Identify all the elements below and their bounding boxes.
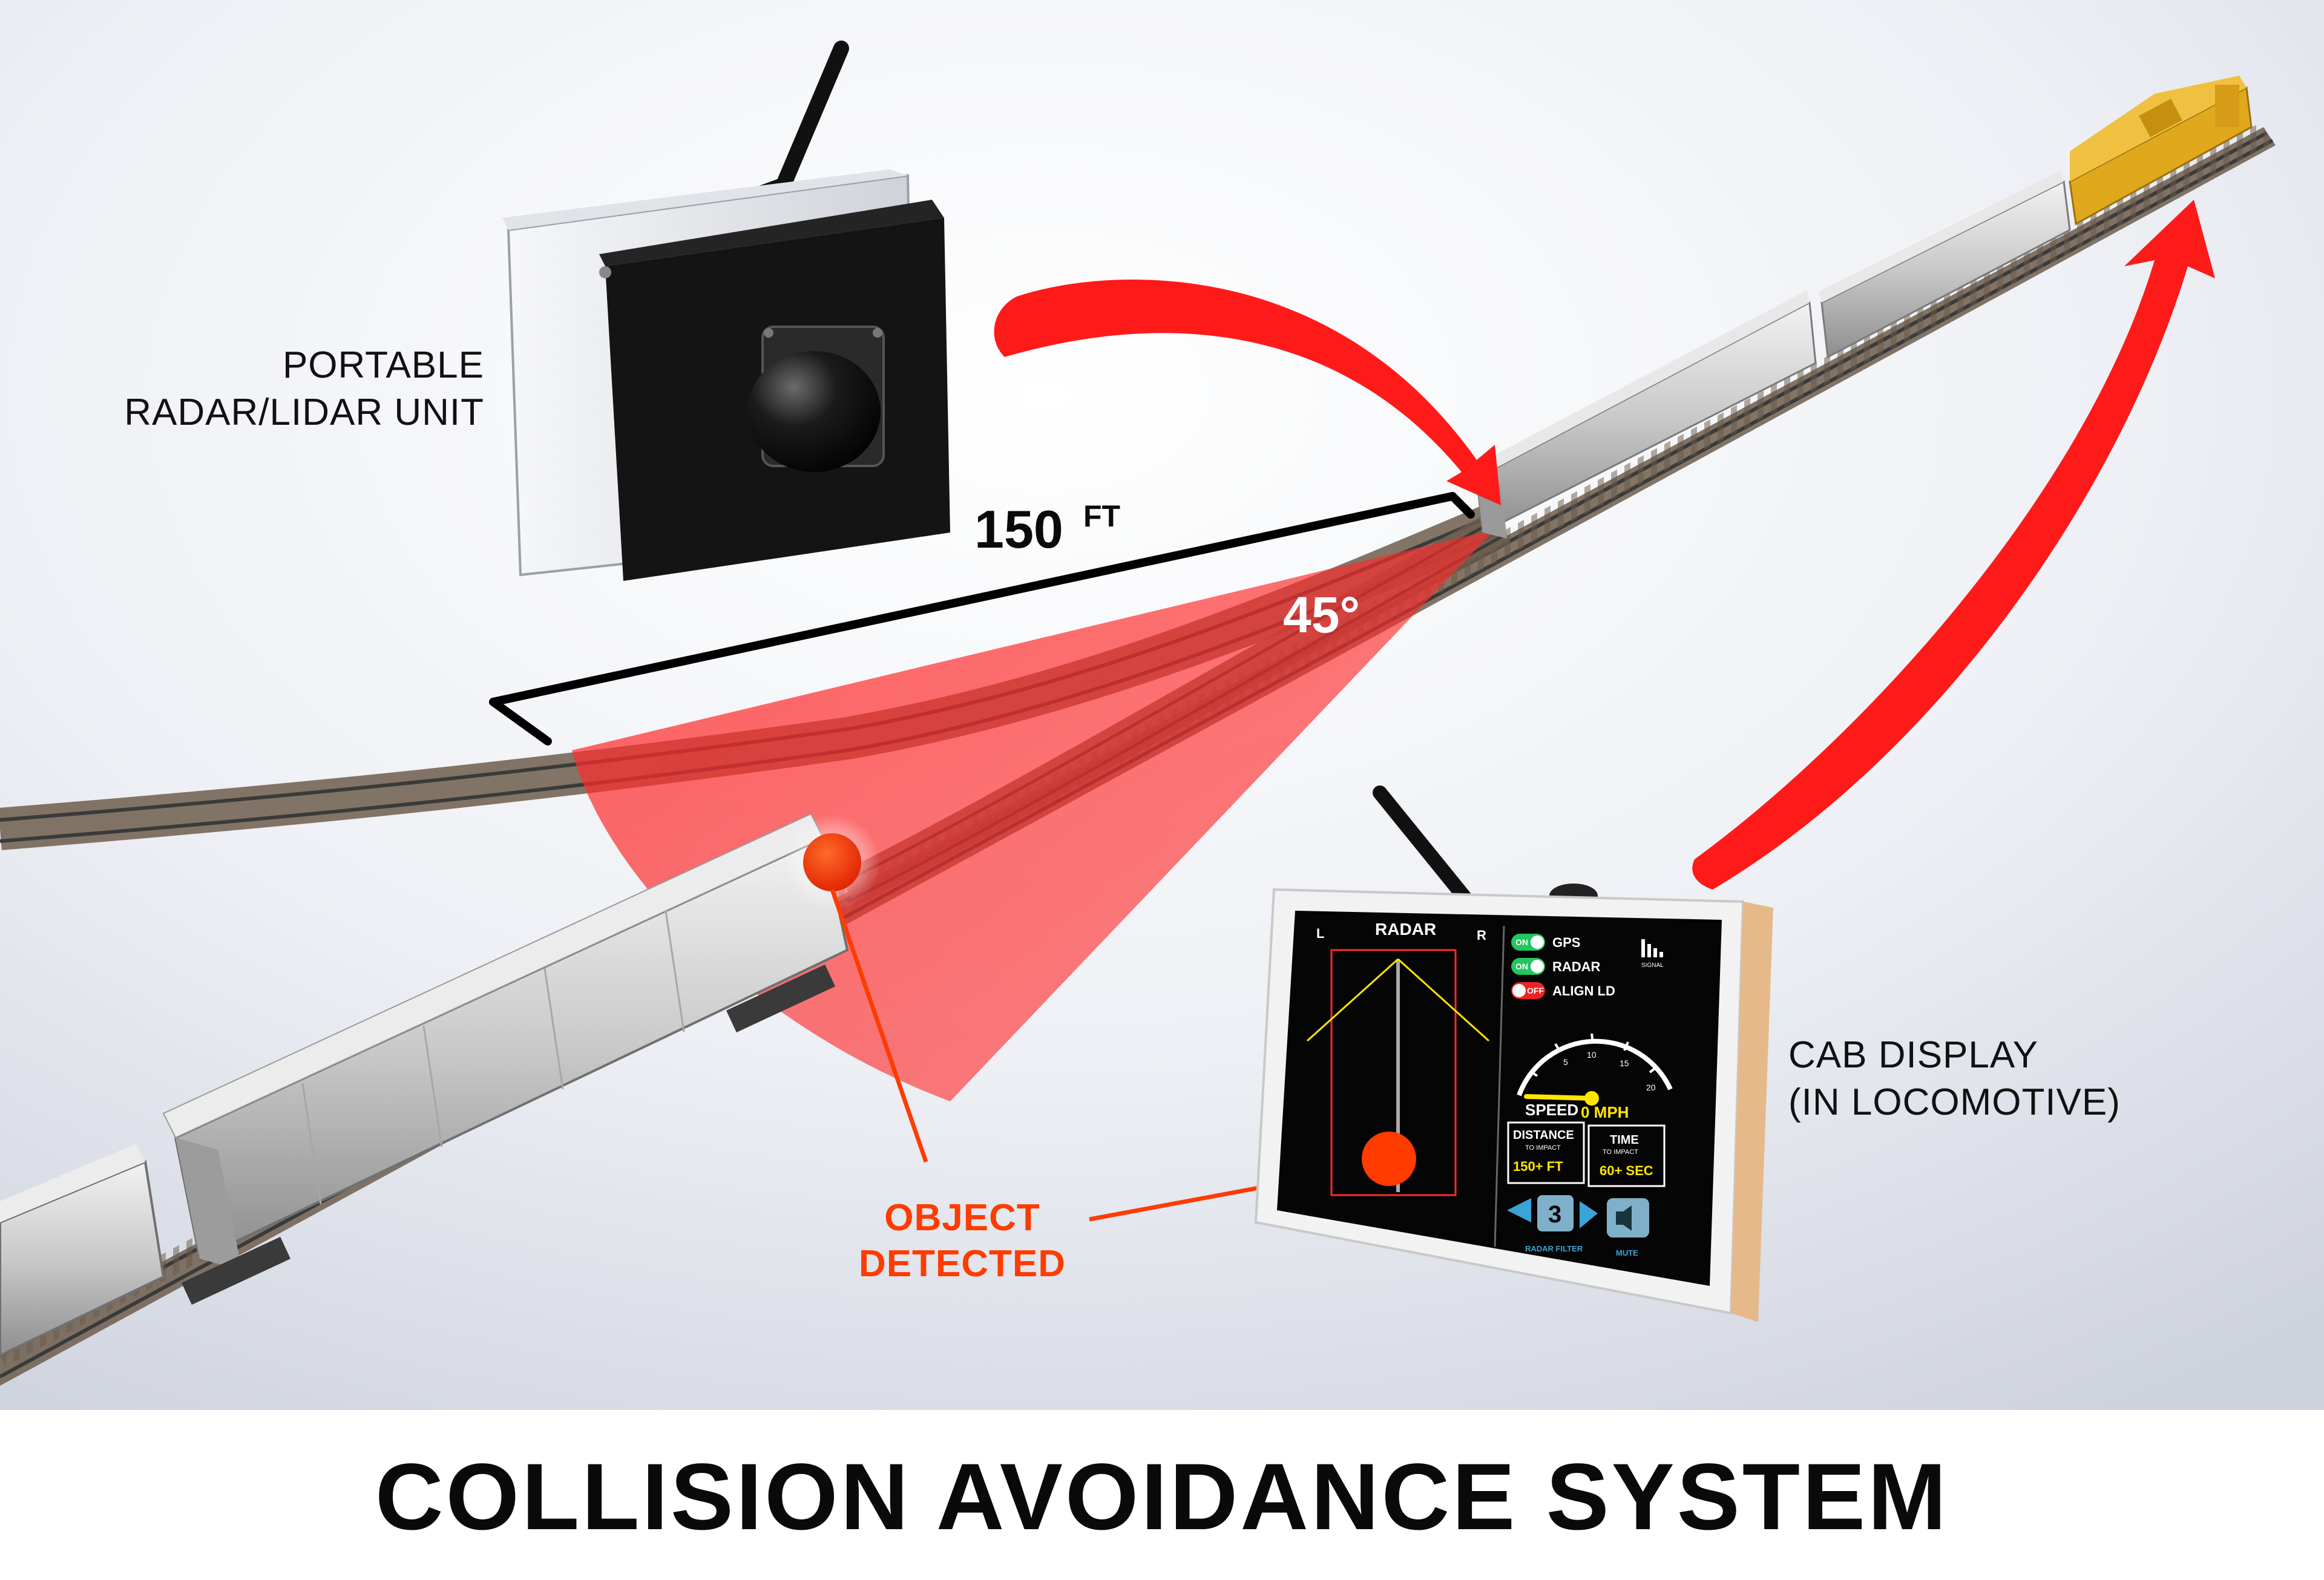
gauge-tick-20: 20 xyxy=(1646,1083,1656,1092)
dimension-bracket xyxy=(489,492,1475,746)
screen-object-dot xyxy=(1362,1132,1416,1186)
lower-train xyxy=(0,813,849,1357)
display-antenna-icon xyxy=(1373,785,1478,912)
align-toggle-text: OFF xyxy=(1527,986,1544,995)
gps-toggle-text: ON xyxy=(1515,937,1528,947)
speed-label: SPEED xyxy=(1525,1101,1578,1119)
arrow-radar-to-train xyxy=(994,279,1501,505)
object-detected-label: OBJECT DETECTED xyxy=(823,1195,1101,1287)
filter-value: 3 xyxy=(1548,1201,1561,1228)
radar-dome-icon xyxy=(747,351,881,472)
mute-label: MUTE xyxy=(1616,1248,1638,1257)
radar-unit-label-line2: RADAR/LIDAR UNIT xyxy=(124,391,484,433)
upper-train xyxy=(1474,76,2253,539)
pointer-line-1 xyxy=(830,888,928,1163)
radar-toggle-text: ON xyxy=(1515,962,1528,971)
speed-value: 0 MPH xyxy=(1581,1103,1629,1121)
screen-right-label: R xyxy=(1477,928,1486,943)
object-detected-line1: OBJECT xyxy=(884,1197,1040,1239)
cab-display xyxy=(1254,785,1773,1322)
left-arrow-icon[interactable] xyxy=(1507,1198,1531,1222)
gauge-needle xyxy=(1524,1094,1594,1101)
time-value: 60+ SEC xyxy=(1600,1163,1653,1178)
distance-sub: TO IMPACT xyxy=(1525,1144,1561,1152)
gauge-tick-5: 5 xyxy=(1563,1057,1568,1067)
cab-display-label-line2: (IN LOCOMOTIVE) xyxy=(1788,1081,2121,1123)
gauge-tick-15: 15 xyxy=(1620,1058,1629,1068)
screen-radar-title: RADAR xyxy=(1375,920,1436,939)
gauge-tick-10: 10 xyxy=(1587,1050,1597,1060)
filter-box[interactable] xyxy=(1537,1195,1574,1231)
filter-label: RADAR FILTER xyxy=(1525,1244,1583,1253)
radar-label: RADAR xyxy=(1552,959,1601,974)
signal-bars-icon xyxy=(1641,939,1663,957)
time-label: TIME xyxy=(1610,1133,1639,1147)
distance-label: DISTANCE xyxy=(1513,1129,1574,1142)
angle-label: 45° xyxy=(1283,586,1360,643)
distance-unit: FT xyxy=(1083,499,1120,533)
distance-value: 150 xyxy=(974,499,1063,559)
object-detected-line2: DETECTED xyxy=(858,1242,1066,1285)
object-dot xyxy=(803,833,861,891)
antenna-icon xyxy=(767,41,849,214)
cab-display-label: CAB DISPLAY (IN LOCOMOTIVE) xyxy=(1788,1032,2212,1126)
radar-unit xyxy=(502,41,950,581)
time-sub: TO IMPACT xyxy=(1603,1149,1638,1156)
radar-unit-label-line1: PORTABLE xyxy=(282,344,484,386)
title-bar xyxy=(0,1410,2324,1577)
cab-display-label-line1: CAB DISPLAY xyxy=(1788,1034,2039,1076)
gps-label: GPS xyxy=(1552,935,1580,950)
signal-label: SIGNAL xyxy=(1641,962,1664,969)
right-arrow-icon[interactable] xyxy=(1580,1201,1598,1228)
speaker-mute-icon xyxy=(1616,1205,1632,1231)
screen-left-label: L xyxy=(1316,926,1324,941)
distance-screen-value: 150+ FT xyxy=(1513,1159,1563,1174)
align-label: ALIGN LD xyxy=(1552,983,1615,998)
locomotive xyxy=(2069,76,2253,226)
page-title: COLLISION AVOIDANCE SYSTEM xyxy=(375,1444,1949,1550)
radar-unit-label: PORTABLE RADAR/LIDAR UNIT xyxy=(67,342,484,436)
arrow-display-to-loco xyxy=(1692,200,2215,890)
